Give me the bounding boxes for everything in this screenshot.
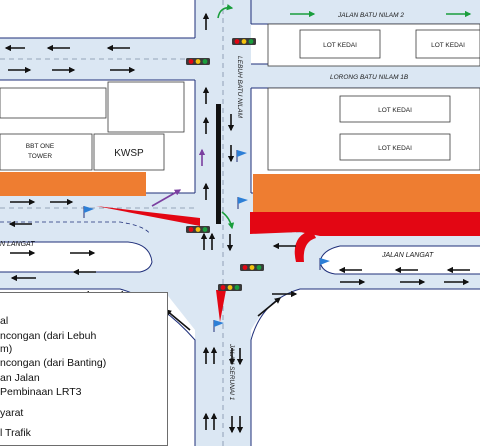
jalan-langat-label: N LANGAT bbox=[0, 241, 35, 248]
kwsp-label: KWSP bbox=[114, 148, 144, 159]
lot-kedai-label: LOT KEDAI bbox=[378, 107, 412, 114]
bbt-one-tower-label: BBT ONE bbox=[26, 143, 55, 150]
legend-item: yarat bbox=[0, 407, 24, 419]
legend-item: m) bbox=[0, 343, 13, 355]
red-zone-wedge-lower bbox=[216, 290, 226, 322]
lot-kedai-label: LOT KEDAI bbox=[431, 42, 465, 49]
legend-item: al bbox=[0, 315, 9, 327]
lane-barrier bbox=[216, 104, 221, 224]
orange-zone-left bbox=[0, 172, 146, 196]
legend-item: ncongan (dari Banting) bbox=[0, 357, 107, 369]
lot-kedai-label: LOT KEDAI bbox=[323, 42, 357, 49]
green-arrows bbox=[217, 4, 472, 230]
legend-item: ncongan (dari Lebuh bbox=[0, 330, 97, 342]
jalan-langat-label: JALAN LANGAT bbox=[381, 252, 434, 259]
orange-zone-right bbox=[253, 174, 480, 212]
legend-item: l Trafik bbox=[0, 427, 31, 439]
legend-item: an Jalan bbox=[0, 372, 40, 384]
legend-item: Pembinaan LRT3 bbox=[0, 386, 82, 398]
lorong-batu-nilam-label: LORONG BATU NILAM 1B bbox=[330, 74, 409, 81]
bbt-one-tower-label: TOWER bbox=[28, 153, 52, 160]
construction-zones bbox=[0, 172, 480, 322]
lebuh-batu-nilam-label: LEBUH BATU NILAM bbox=[236, 56, 243, 119]
red-u-turn bbox=[294, 230, 316, 262]
lot-kedai-label: LOT KEDAI bbox=[378, 145, 412, 152]
red-zone-right bbox=[250, 212, 480, 236]
jalan-serunai-label: JALAN SERUNAI 1 bbox=[228, 343, 235, 401]
legend: al ncongan (dari Lebuh m) ncongan (dari … bbox=[0, 292, 168, 446]
jalan-batu-nilam-2-label: JALAN BATU NILAM 2 bbox=[337, 12, 404, 19]
lane-arrows bbox=[4, 12, 470, 434]
purple-arrows bbox=[151, 148, 206, 207]
red-zone-wedge-left bbox=[96, 206, 200, 226]
buildings bbox=[0, 23, 480, 171]
